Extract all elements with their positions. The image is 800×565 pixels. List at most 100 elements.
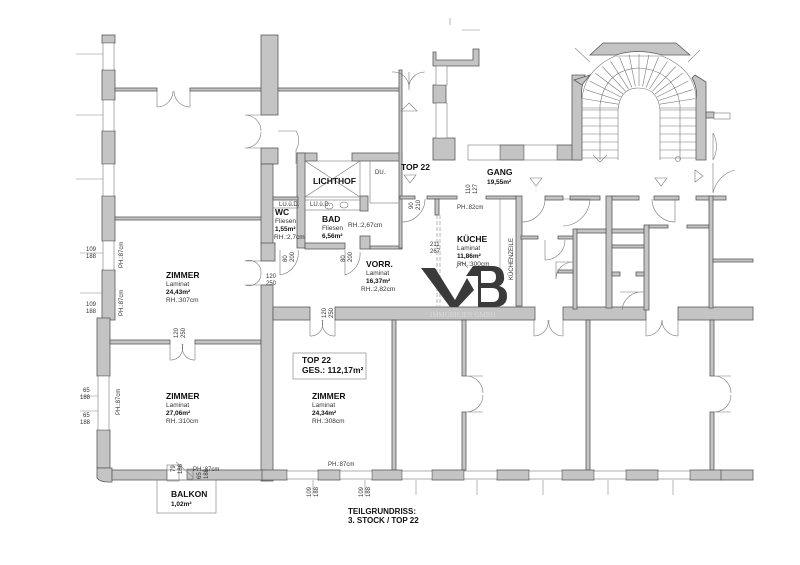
summary-box: TOP 22 GES.: 112,17m² — [292, 352, 367, 380]
dim-window: 109 — [359, 486, 365, 497]
stair-tread — [628, 54, 636, 87]
dim-window: 188 — [86, 309, 97, 315]
room-bad: BAD Fliesen 6,56m² RH.:2,67cm — [322, 214, 382, 240]
room-area: 11,86m² — [457, 253, 482, 260]
room-area: 19,55m² — [487, 179, 512, 186]
room-floor: Laminat — [166, 402, 189, 409]
logo-w-mark — [421, 268, 474, 307]
plan-title: TEILGRUNDRISS: 3. STOCK / TOP 22 — [348, 507, 419, 525]
dim-window: 188 — [366, 486, 372, 497]
stair-tread — [602, 66, 626, 92]
kitchen-counter-label: KÜCHENZEILE — [508, 238, 515, 280]
stair-tread — [654, 73, 683, 95]
parapet-height-balkon: PH.:87cm — [193, 467, 219, 473]
parapet-height-bottom: PH.:87cm — [328, 462, 354, 468]
stair-tread — [658, 89, 693, 101]
room-name: GANG — [487, 167, 513, 177]
dim-door: 210 — [416, 199, 422, 210]
room-floor: Laminat — [366, 270, 389, 277]
dim-door: 80 — [283, 255, 289, 262]
dim-balkon-window: 188 — [204, 468, 210, 479]
dim-window: 188 — [314, 486, 320, 497]
room-height: RH.:307cm — [166, 297, 199, 304]
room-height: RH.:2,7cm — [274, 234, 305, 241]
stair-tread — [649, 61, 668, 90]
shower-label: DU. — [375, 170, 386, 176]
logo-watermark: IMMOBILIEN GMBH — [430, 311, 496, 319]
summary-total: GES.: 112,17m² — [302, 365, 364, 375]
dim-window: 188 — [80, 420, 91, 426]
room-area: 16,37m² — [366, 278, 391, 285]
parapet-height-left-2: PH.:87cm — [119, 290, 125, 316]
room-area: 27,06m² — [166, 410, 191, 417]
room-area: 1,02m² — [171, 501, 192, 508]
stair — [574, 47, 701, 163]
dim-door: 250 — [266, 281, 277, 287]
dim-window: 109 — [307, 486, 313, 497]
misc-lines — [76, 18, 704, 514]
stair-tread — [619, 57, 633, 88]
dim-door: 80 — [341, 255, 347, 262]
title-line-2: 3. STOCK / TOP 22 — [348, 516, 419, 525]
room-area: 6,56m² — [322, 233, 343, 240]
room-wc: WC Fliesen 1,55m² RH.:2,7cm — [274, 207, 305, 241]
room-height: RH.:2,67cm — [348, 222, 382, 229]
dim-door: 200 — [348, 251, 354, 262]
room-height: RH.:2,82cm — [361, 286, 395, 293]
room-name: ZIMMER — [166, 391, 200, 401]
room-zimmer-3: ZIMMER Laminat 24,34m² RH.:308cm — [312, 391, 346, 425]
room-lichthof: LICHTHOF — [313, 176, 356, 186]
dim-door: 127 — [473, 183, 479, 194]
room-floor: Laminat — [457, 245, 480, 252]
room-name: VORR. — [366, 259, 393, 269]
entrance-label: TOP 22 — [401, 162, 430, 172]
room-name: WC — [275, 207, 289, 217]
room-floor: Fliesen — [275, 218, 296, 225]
dim-door: 250 — [329, 307, 335, 318]
dim-door: 110 — [466, 184, 472, 194]
room-gang: GANG 19,55m² — [487, 167, 513, 186]
door-swings — [156, 71, 736, 413]
stair-tread — [585, 89, 620, 101]
dim-door: 200 — [290, 251, 296, 262]
parapet-height-left-1: PH.:87cm — [119, 242, 125, 268]
vent-label-wc: LU.ü.D. — [279, 202, 300, 208]
dim-window: 65 — [83, 413, 90, 419]
room-height: RH.:310cm — [166, 418, 199, 425]
dim-door: 120 — [322, 307, 328, 318]
stair-tread — [657, 80, 689, 98]
room-name: ZIMMER — [166, 270, 200, 280]
title-line-1: TEILGRUNDRISS: — [348, 507, 416, 516]
logo-b-mark — [466, 266, 507, 307]
parapet-height-kitchen: PH.:82cm — [457, 205, 483, 211]
dimensions: 120 250 120 250 120 250 80 200 80 200 90… — [80, 183, 479, 497]
dim-door: 120 — [174, 327, 180, 338]
room-height: RH.:308cm — [312, 418, 345, 425]
room-height: RH.:300cm — [457, 261, 490, 268]
dim-window: 65 — [83, 388, 90, 394]
room-balkon: BALKON 1,02m² — [171, 489, 207, 508]
walls — [96, 34, 754, 483]
room-name: KÜCHE — [457, 234, 488, 244]
stair-tread — [659, 98, 696, 105]
stair-tread — [610, 61, 629, 90]
dim-opening: 211 — [430, 242, 440, 248]
room-vorr: VORR. Laminat 16,37m² RH.:2,82cm — [361, 259, 395, 293]
room-kueche: KÜCHE Laminat 11,86m² RH.:300cm — [457, 234, 490, 268]
stair-tread — [582, 98, 619, 105]
room-floor: Fliesen — [322, 225, 343, 232]
room-floor: Laminat — [166, 281, 189, 288]
stair-tread — [595, 73, 624, 95]
stair-tread — [652, 66, 676, 92]
dim-window: 188 — [80, 395, 91, 401]
company-logo: IMMOBILIEN GMBH — [421, 261, 507, 319]
room-floor: Laminat — [312, 402, 335, 409]
room-area: 24,34m² — [312, 410, 337, 417]
vent-label-bad: LU.ü.D. — [310, 202, 331, 208]
room-zimmer-1: ZIMMER Laminat 24,43m² RH.:307cm — [166, 270, 200, 304]
room-zimmer-2: ZIMMER Laminat 27,06m² RH.:310cm — [166, 391, 200, 425]
room-name: BALKON — [171, 489, 207, 499]
dim-window: 109 — [86, 302, 97, 308]
room-area: 24,43m² — [166, 289, 191, 296]
